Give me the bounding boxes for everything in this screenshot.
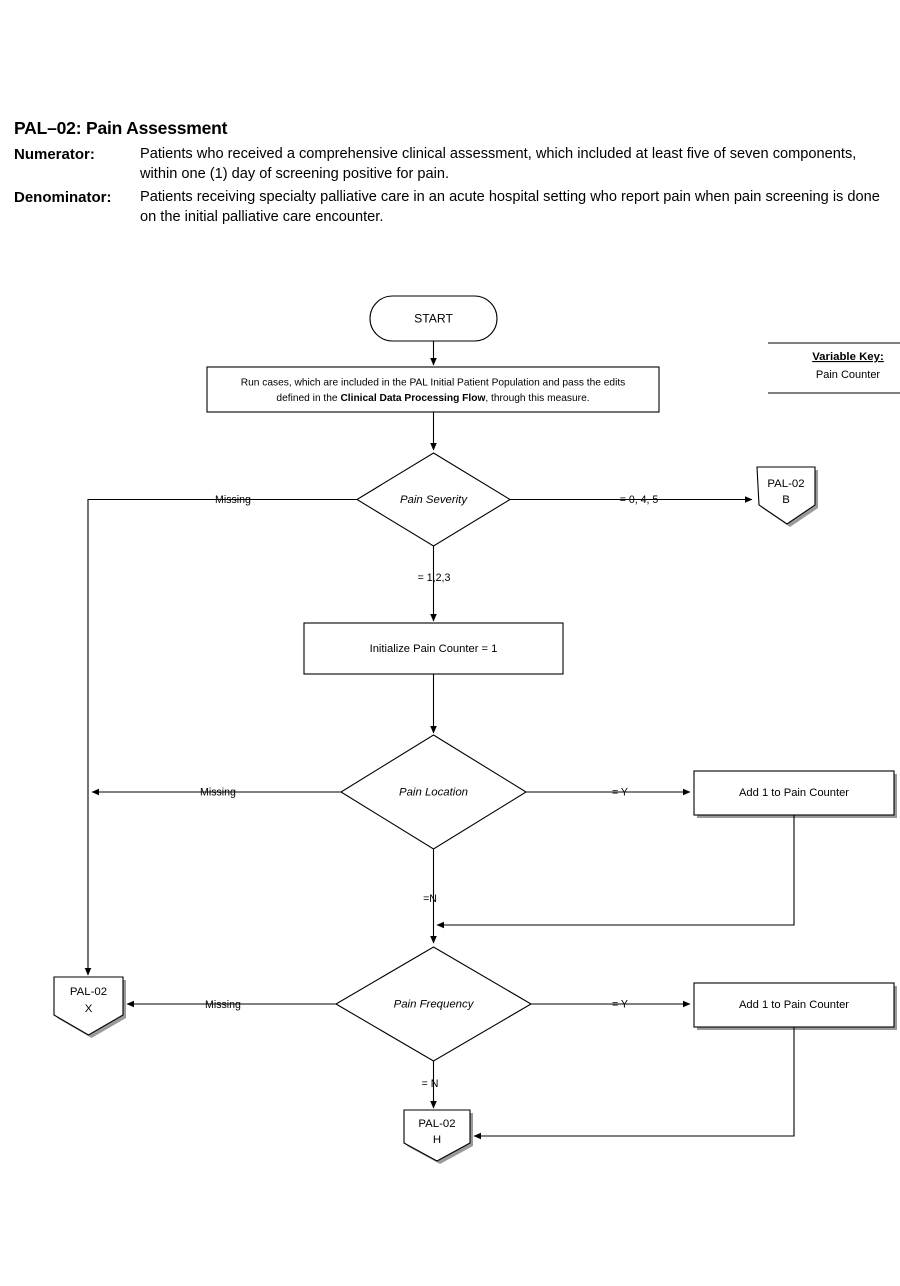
- process-add1-frequency-label: Add 1 to Pain Counter: [739, 999, 849, 1011]
- connector-pal02-h-shape[interactable]: [403, 1109, 471, 1162]
- start-node[interactable]: START: [369, 295, 498, 342]
- numerator-label: Numerator:: [14, 146, 95, 164]
- edge-label-pain-location-missing: Missing: [200, 786, 236, 798]
- start-label: START: [414, 312, 453, 326]
- process-add1-frequency-box[interactable]: [693, 982, 895, 1028]
- connector-pal02-h-line-2: H: [433, 1134, 441, 1146]
- variable-key-item-pain-counter: Pain Counter: [816, 369, 881, 381]
- process-add1-location-node[interactable]: Add 1 to Pain Counter: [693, 770, 897, 818]
- process-intro-line-2-bold: Clinical Data Processing Flow: [340, 393, 485, 404]
- connector-pal02-b-line-1: PAL-02: [767, 478, 804, 490]
- edge-label-pain-severity-045: = 0, 4, 5: [620, 494, 659, 506]
- edge-add1-location-feedback: [436, 815, 795, 929]
- edge-pain-severity-missing: [84, 498, 357, 976]
- denominator-line-1: Patients receiving specialty palliative …: [140, 188, 762, 205]
- measure-header: PAL–02: Pain Assessment Numerator: Patie…: [14, 118, 886, 231]
- edge-label-pain-severity-123: = 1,2,3: [418, 572, 451, 584]
- decision-pain-location-node[interactable]: Pain Location: [339, 734, 528, 850]
- edge-label-pain-location-yes: = Y: [612, 786, 628, 798]
- connector-pal02-b-node[interactable]: PAL-02 B: [756, 466, 818, 527]
- denominator-row: Denominator: Patients receiving specialt…: [14, 188, 886, 228]
- connector-pal02-b-line-2: B: [782, 494, 790, 506]
- variable-key-title: Variable Key:: [812, 351, 884, 363]
- page-title: PAL–02: Pain Assessment: [14, 118, 228, 138]
- edge-label-pain-frequency-missing: Missing: [205, 999, 241, 1011]
- numerator-text: Patients who received a comprehensive cl…: [140, 145, 886, 185]
- decision-pain-severity-label: Pain Severity: [400, 494, 468, 506]
- process-initialize-node[interactable]: Initialize Pain Counter = 1: [303, 622, 564, 675]
- decision-pain-location-label: Pain Location: [399, 787, 468, 799]
- connector-pal02-h-line-1: PAL-02: [418, 1118, 455, 1130]
- edge-label-pain-location-no: =N: [423, 893, 437, 905]
- decision-pain-severity-node[interactable]: Pain Severity: [355, 452, 512, 547]
- denominator-text: Patients receiving specialty palliative …: [140, 188, 886, 228]
- edge-label-pain-frequency-no: = N: [422, 1078, 439, 1090]
- numerator-row: Numerator: Patients who received a compr…: [14, 145, 886, 185]
- connector-pal02-x-line-2: X: [85, 1003, 93, 1015]
- decision-pain-frequency-node[interactable]: Pain Frequency: [334, 946, 533, 1062]
- process-intro-line-1: Run cases, which are included in the PAL…: [241, 378, 626, 389]
- process-intro-line-2-prefix: defined in the: [276, 393, 340, 404]
- numerator-line-1: Patients who received a comprehensive cl…: [140, 146, 769, 163]
- connector-pal02-x-node[interactable]: PAL-02 X: [53, 976, 126, 1038]
- edge-label-pain-severity-missing: Missing: [215, 494, 251, 506]
- denominator-line-2: screening is done on the initial palliat…: [140, 188, 880, 225]
- process-intro-box[interactable]: [206, 366, 660, 413]
- connector-pal02-h-node[interactable]: PAL-02 H: [403, 1109, 473, 1164]
- process-intro-node[interactable]: Run cases, which are included in the PAL…: [206, 366, 660, 413]
- process-add1-location-box[interactable]: [693, 770, 895, 816]
- process-add1-location-label: Add 1 to Pain Counter: [739, 787, 849, 799]
- variable-key-panel: Variable Key: Pain Counter: [768, 342, 900, 394]
- process-initialize-label: Initialize Pain Counter = 1: [370, 643, 498, 655]
- decision-pain-frequency-label: Pain Frequency: [394, 999, 475, 1011]
- denominator-label: Denominator:: [14, 188, 112, 206]
- process-add1-frequency-node[interactable]: Add 1 to Pain Counter: [693, 982, 897, 1030]
- connector-pal02-x-line-1: PAL-02: [70, 986, 107, 998]
- numerator-line-2: components, within one (1) day of screen…: [140, 146, 857, 182]
- process-intro-line-2: defined in the Clinical Data Processing …: [276, 393, 589, 404]
- process-intro-line-2-suffix: , through this measure.: [485, 393, 589, 404]
- process-initialize-box[interactable]: [303, 622, 564, 675]
- edge-add1-frequency-feedback: [473, 1027, 795, 1140]
- edge-label-pain-frequency-yes: = Y: [612, 998, 628, 1010]
- connector-pal02-b-shape[interactable]: [756, 466, 816, 525]
- connector-pal02-x-shape[interactable]: [53, 976, 124, 1036]
